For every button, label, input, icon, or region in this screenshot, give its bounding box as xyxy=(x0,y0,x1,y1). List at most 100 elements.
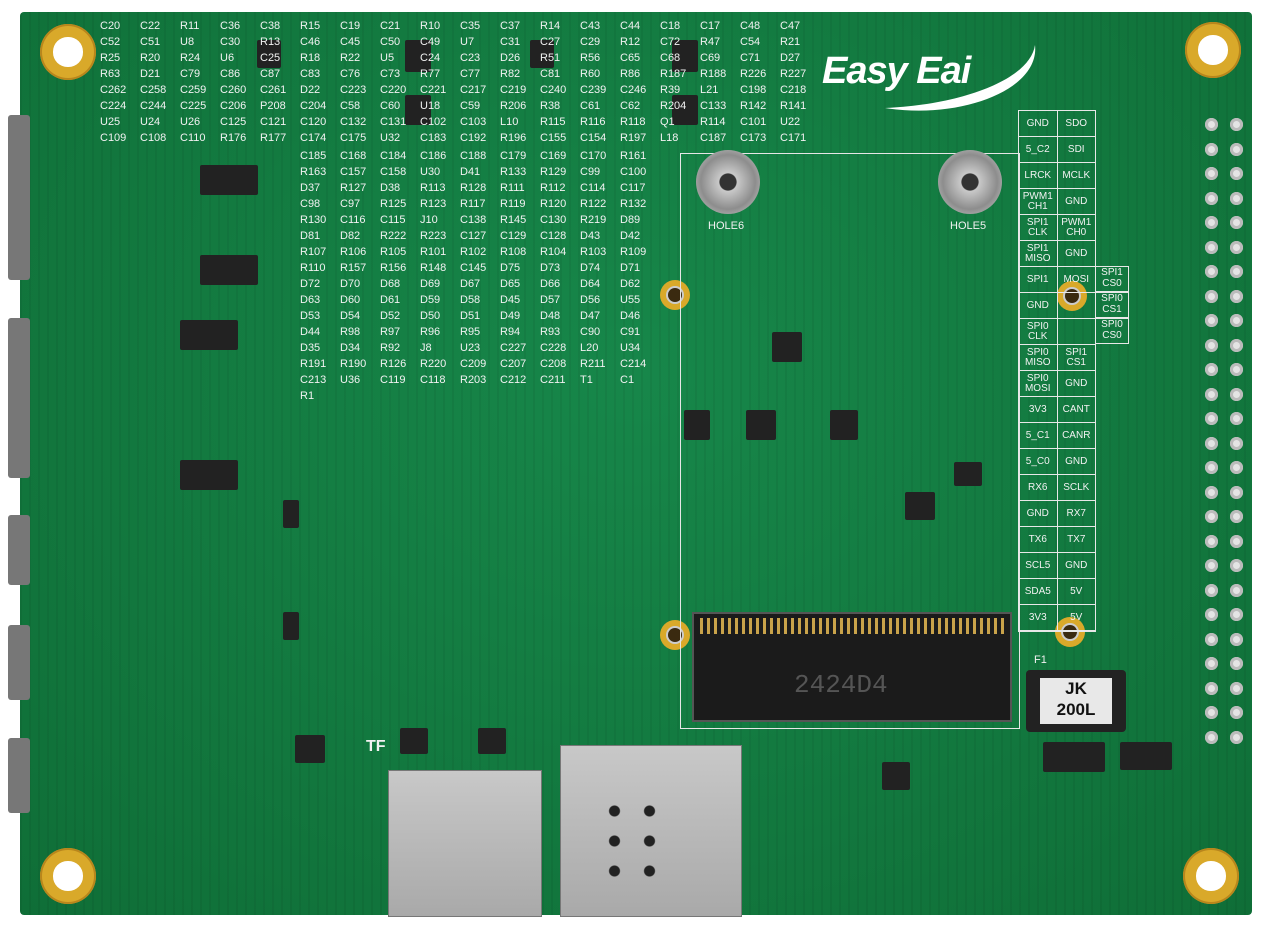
component-designator: C154 xyxy=(580,132,607,144)
component-designator: R22 xyxy=(340,52,361,64)
component-designator: R110 xyxy=(300,262,326,274)
component-designator: D75 xyxy=(500,262,521,274)
component-designator: U22 xyxy=(780,116,801,128)
ic-chip xyxy=(672,40,698,72)
side-connector[interactable] xyxy=(8,738,30,813)
component-designator: C17 xyxy=(700,20,721,32)
pin-label: 5_C1 xyxy=(1019,423,1058,448)
component-designator: C220 xyxy=(380,84,407,96)
component-designator: C98 xyxy=(300,198,321,210)
component-designator: R190 xyxy=(340,358,367,370)
pin-label: GND xyxy=(1065,377,1088,389)
mount-pad xyxy=(1055,617,1085,647)
component-designator: D41 xyxy=(460,166,481,178)
mounting-hole xyxy=(1183,848,1239,904)
component-designator: R141 xyxy=(780,100,807,112)
mount-pad xyxy=(660,620,690,650)
component-designator: R115 xyxy=(540,116,566,128)
component-designator: R11 xyxy=(180,20,200,32)
standoff-hole5 xyxy=(938,150,1002,214)
side-connector[interactable] xyxy=(8,318,30,478)
component-designator: L21 xyxy=(700,84,719,96)
component-designator: J10 xyxy=(420,214,438,226)
header-pin xyxy=(1205,412,1218,425)
component-designator: D82 xyxy=(340,230,361,242)
fuse-ref: F1 xyxy=(1034,654,1047,666)
component-designator: D26 xyxy=(500,52,521,64)
component-designator: R156 xyxy=(380,262,407,274)
component-designator: R133 xyxy=(500,166,527,178)
component-designator: C173 xyxy=(740,132,767,144)
component-designator: R98 xyxy=(340,326,361,338)
component-designator: C174 xyxy=(300,132,327,144)
pin-label: SDO xyxy=(1065,117,1088,129)
component-designator: C155 xyxy=(540,132,567,144)
component-designator: C22 xyxy=(140,20,161,32)
component-designator: R109 xyxy=(620,246,647,258)
component-designator: C49 xyxy=(420,36,441,48)
component-designator: C86 xyxy=(220,68,241,80)
pin-label xyxy=(1058,293,1096,318)
component-designator: R56 xyxy=(580,52,601,64)
tf-label: TF xyxy=(366,738,386,755)
component-designator: R24 xyxy=(180,52,201,64)
component-designator: D38 xyxy=(380,182,401,194)
side-connector[interactable] xyxy=(8,115,30,280)
header-pin xyxy=(1205,559,1218,572)
component-designator: C212 xyxy=(500,374,527,386)
component-designator: D42 xyxy=(620,230,641,242)
component-designator: R127 xyxy=(340,182,367,194)
header-pin xyxy=(1205,167,1218,180)
sim-card-slot[interactable] xyxy=(560,745,742,917)
side-connector[interactable] xyxy=(8,625,30,700)
component-designator: C99 xyxy=(580,166,601,178)
header-pin xyxy=(1230,534,1243,548)
header-pin xyxy=(1230,730,1243,744)
component-designator: C246 xyxy=(620,84,647,96)
component-designator: L20 xyxy=(580,342,599,354)
component-designator: R177 xyxy=(260,132,287,144)
hole6-label: HOLE6 xyxy=(708,220,745,232)
m2-connector[interactable]: 2424D4 xyxy=(692,612,1012,722)
pin-label: CANT xyxy=(1062,403,1090,415)
component-designator: R128 xyxy=(460,182,487,194)
component-designator: C20 xyxy=(100,20,121,32)
header-pin xyxy=(1230,387,1243,401)
header-pin xyxy=(1205,387,1218,401)
component-designator: R101 xyxy=(420,246,447,258)
component-designator: R96 xyxy=(420,326,441,338)
component-designator: R122 xyxy=(580,198,607,210)
component-designator: R92 xyxy=(380,342,401,354)
component-designator: R157 xyxy=(340,262,367,274)
header-pin xyxy=(1205,363,1218,376)
ic-chip xyxy=(772,332,802,362)
pin-label: 5_C2 xyxy=(1019,137,1058,162)
header-pin xyxy=(1230,412,1243,425)
component-designator: R191 xyxy=(300,358,327,370)
ic-chip xyxy=(400,728,428,754)
component-designator: R77 xyxy=(420,68,441,80)
tf-card-slot[interactable] xyxy=(388,770,542,917)
component-designator: R129 xyxy=(540,166,567,178)
component-designator: C110 xyxy=(180,132,206,144)
header-pin xyxy=(1205,240,1218,254)
ic-chip xyxy=(882,762,910,790)
component-designator: C120 xyxy=(300,116,327,128)
component-designator: C218 xyxy=(780,84,807,96)
component-designator: D56 xyxy=(580,294,601,306)
pin-side-label: SPI1 CS0 xyxy=(1095,266,1129,292)
side-connector[interactable] xyxy=(8,515,30,585)
header-pin xyxy=(1205,681,1218,695)
component-designator: C44 xyxy=(620,20,641,32)
component-designator: C261 xyxy=(260,84,287,96)
pin-label: TX6 xyxy=(1019,527,1058,552)
component-designator: D81 xyxy=(300,230,321,242)
pin-label: SPI1 MISO xyxy=(1019,241,1058,266)
component-designator: P208 xyxy=(260,100,286,112)
component-designator: D43 xyxy=(580,230,601,242)
component-designator: R211 xyxy=(580,358,606,370)
